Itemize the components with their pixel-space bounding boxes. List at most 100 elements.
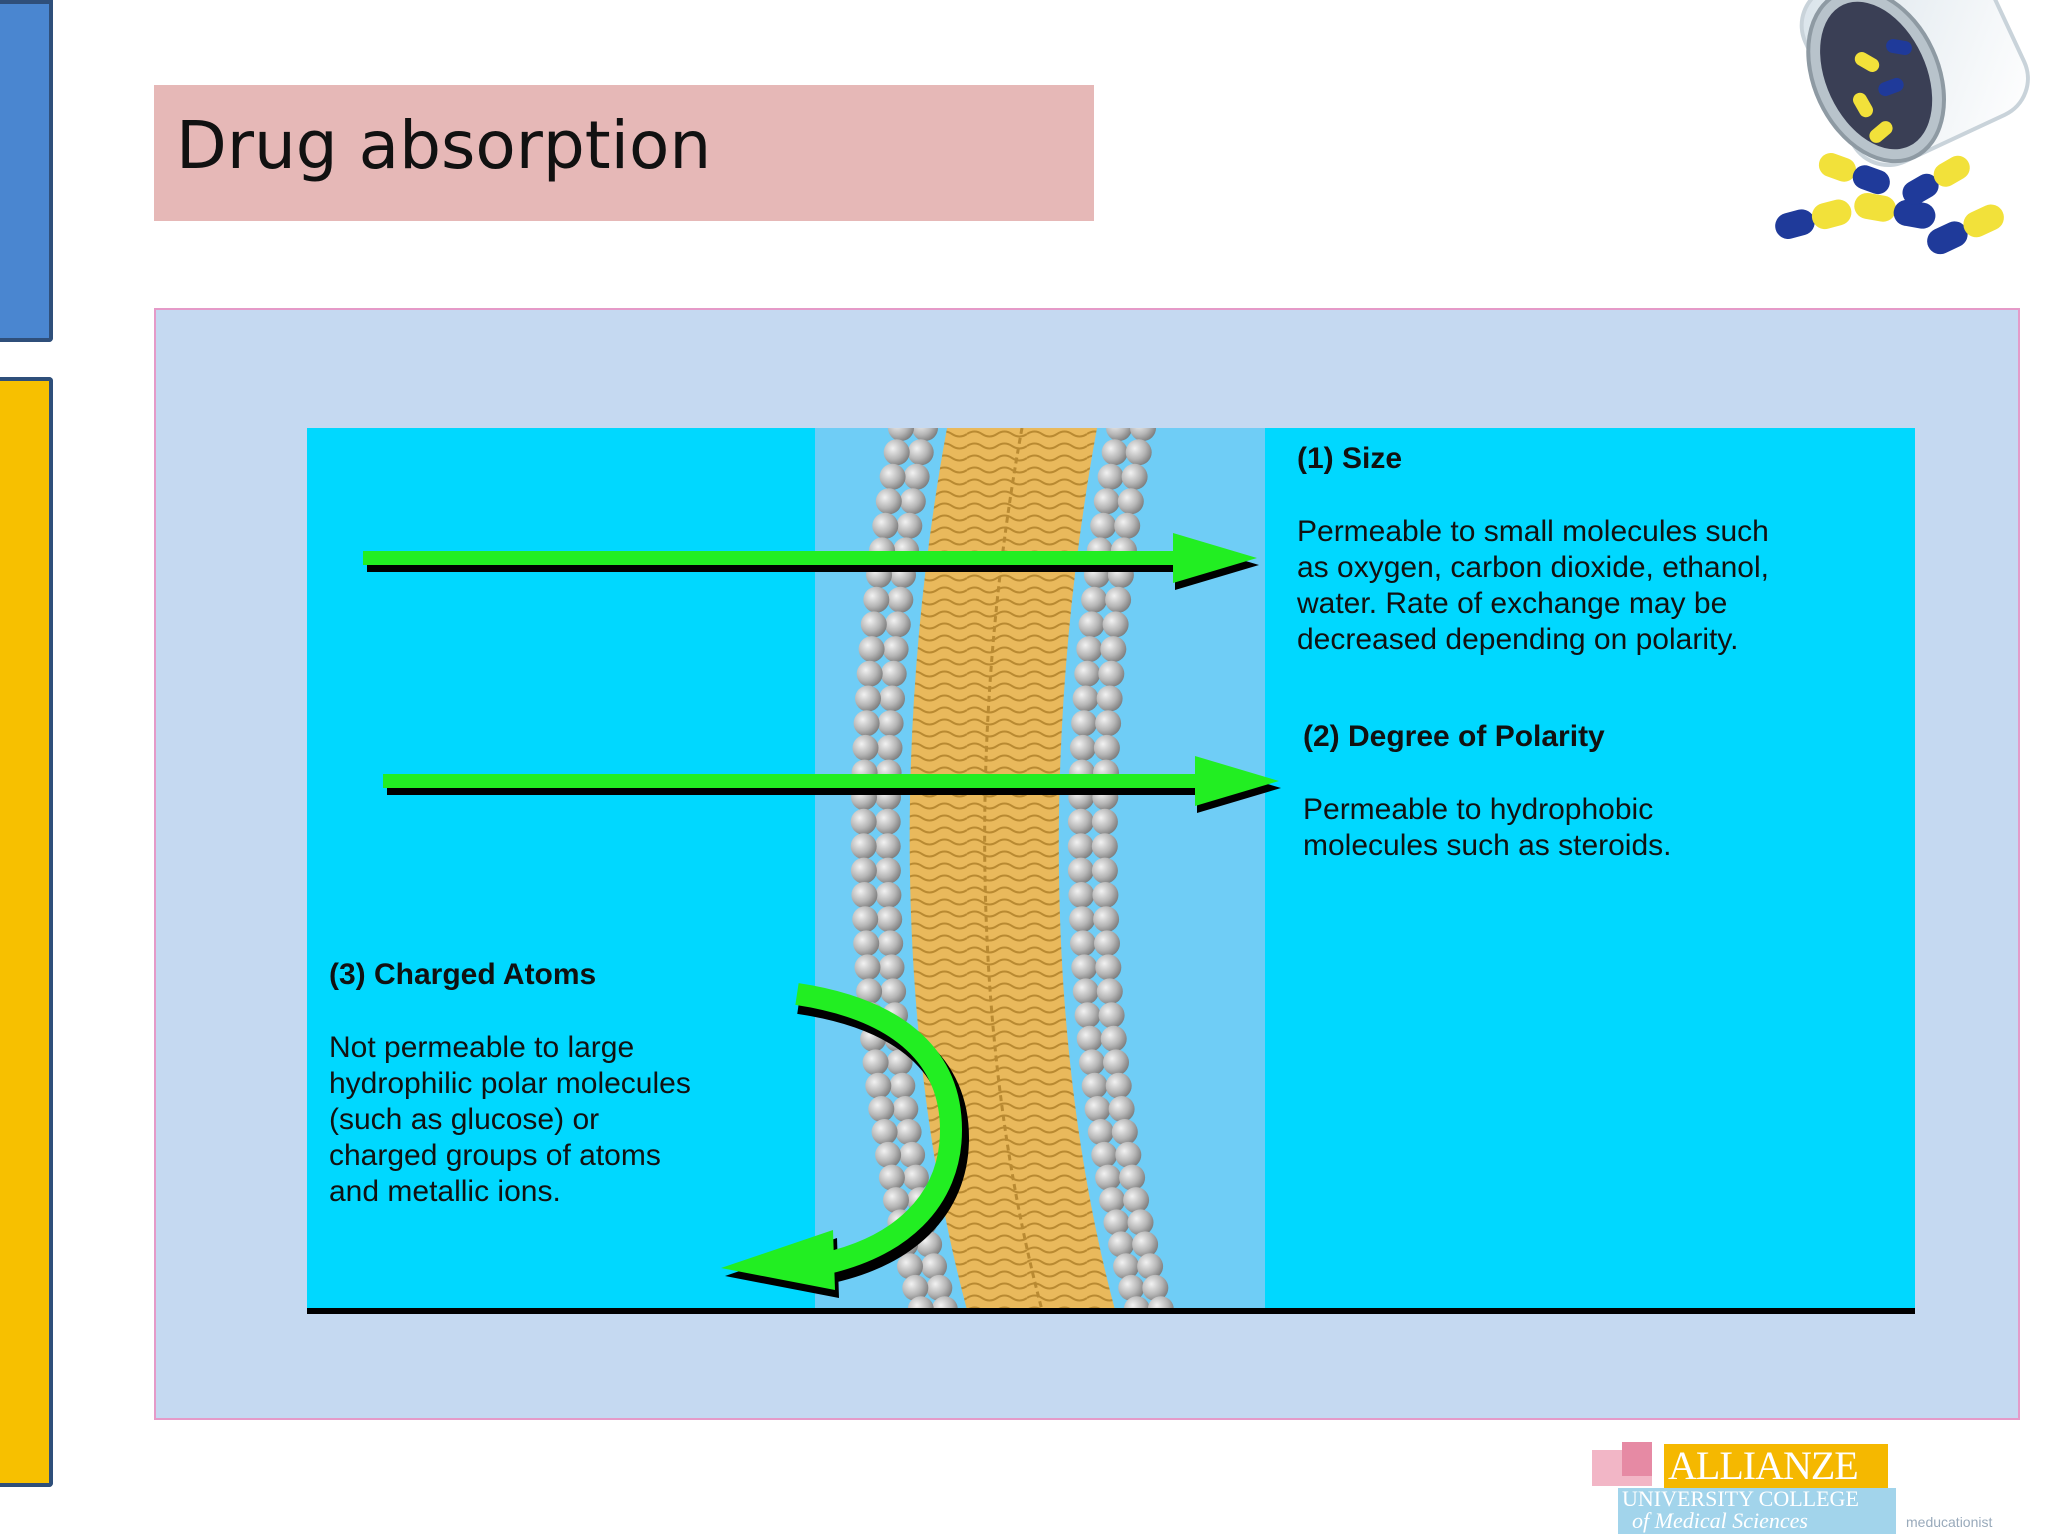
phospholipid-head (1100, 636, 1127, 663)
phospholipid-head (1078, 611, 1105, 638)
phospholipid-head (1105, 586, 1132, 613)
membrane-diagram: (1) Size Permeable to small molecules su… (307, 428, 1915, 1316)
phospholipid-head (851, 882, 878, 908)
logo-tagline: meducationist (1906, 1514, 1993, 1530)
phospholipid-head (1091, 857, 1118, 884)
phospholipid-head (1106, 428, 1132, 441)
phospholipid-head (871, 1119, 898, 1145)
phospholipid-head (1123, 1296, 1150, 1310)
phospholipid-head (850, 808, 877, 835)
phospholipid-head (1100, 1025, 1127, 1052)
phospholipid-head (1069, 734, 1096, 761)
polarity-heading: (2) Degree of Polarity (1303, 720, 1605, 753)
phospholipid-head (1108, 1231, 1135, 1258)
phospholipid-head (1097, 463, 1124, 490)
phospholipid-head (1102, 611, 1129, 638)
phospholipid-head (895, 1119, 922, 1145)
phospholipid-head (1091, 833, 1118, 860)
phospholipid-head (907, 1296, 934, 1310)
phospholipid-head (879, 463, 906, 490)
phospholipid-head (1127, 1209, 1154, 1236)
phospholipid-head (853, 930, 880, 957)
charged-line: (such as glucose) or (329, 1103, 600, 1136)
phospholipid-head (1118, 1274, 1145, 1301)
size-line: decreased depending on polarity. (1297, 623, 1739, 656)
phospholipid-head (1101, 439, 1128, 466)
phospholipid-head (1095, 710, 1122, 737)
phospholipid-head (926, 1274, 953, 1301)
phospholipid-head (1076, 1025, 1103, 1052)
phospholipid-head (1094, 930, 1120, 957)
phospholipid-head (1103, 1209, 1130, 1236)
phospholipid-head (1119, 1164, 1146, 1191)
arrow-polarity (383, 756, 1281, 813)
phospholipid-head (1115, 1141, 1142, 1168)
phospholipid-head (868, 1096, 895, 1122)
phospholipid-head (1091, 808, 1118, 835)
size-description: Permeable to small molecules such as oxy… (1297, 514, 1897, 658)
phospholipid-head (1081, 1072, 1108, 1099)
phospholipid-head (1095, 1164, 1122, 1191)
phospholipid-head (878, 954, 905, 981)
phospholipid-head (1099, 1187, 1126, 1214)
phospholipid-head (856, 978, 883, 1005)
phospholipid-head (888, 428, 914, 441)
phospholipid-head (1103, 1049, 1129, 1076)
phospholipid-head (1137, 1253, 1164, 1280)
phospholipid-head (907, 439, 934, 466)
phospholipid-head (863, 586, 890, 613)
logo-subtitle-2: of Medical Sciences (1632, 1508, 1808, 1533)
logo-subtitle-1: UNIVERSITY COLLEGE (1622, 1486, 1859, 1511)
phospholipid-head (903, 463, 930, 490)
phospholipid-head (875, 882, 902, 908)
phospholipid-head (1114, 512, 1141, 539)
charged-line: hydrophilic polar molecules (329, 1067, 691, 1100)
phospholipid-head (1087, 1119, 1114, 1145)
allianze-logo: ALLIANZE UNIVERSITY COLLEGE of Medical S… (1588, 1440, 2048, 1536)
phospholipid-head (902, 1164, 929, 1191)
phospholipid-head (880, 660, 907, 687)
size-line: as oxygen, carbon dioxide, ethanol, (1297, 551, 1769, 584)
phospholipid-head (896, 512, 923, 539)
phospholipid-head (874, 808, 901, 835)
phospholipid-head (899, 1141, 926, 1168)
phospholipid-head (1125, 439, 1152, 466)
phospholipid-head (877, 930, 904, 957)
phospholipid-head (860, 611, 887, 638)
phospholipid-head (858, 636, 885, 663)
phospholipid-head (1069, 906, 1096, 933)
phospholipid-head (865, 1072, 892, 1099)
phospholipid-head (853, 710, 880, 737)
polarity-description: Permeable to hydrophobic molecules such … (1303, 792, 1863, 864)
accent-bar-blue (0, 0, 53, 342)
phospholipid-head (1098, 1002, 1125, 1029)
phospholipid-head (1142, 1274, 1169, 1301)
phospholipid-head (1093, 488, 1120, 515)
size-heading: (1) Size (1297, 442, 1403, 475)
phospholipid-head (1105, 1072, 1132, 1099)
phospholipid-head (855, 685, 881, 712)
size-line: water. Rate of exchange may be (1297, 587, 1728, 620)
phospholipid-head (1076, 636, 1103, 663)
phospholipid-head (1071, 710, 1098, 737)
phospholipid-head (1093, 734, 1120, 761)
phospholipid-head (1084, 1096, 1111, 1122)
phospholipid-head (897, 1253, 923, 1280)
title-banner: Drug absorption (154, 85, 1094, 221)
phospholipid-head (1072, 978, 1099, 1005)
phospholipid-head (1095, 954, 1122, 981)
phospholipid-head (1081, 586, 1108, 613)
phospholipid-head (1123, 1187, 1150, 1214)
phospholipid-head (902, 1274, 929, 1301)
phospholipid-head (1070, 930, 1096, 957)
logo-main-text: ALLIANZE (1668, 1443, 1859, 1488)
pill-bottle-image (1766, 0, 2048, 260)
phospholipid-head (912, 428, 938, 441)
phospholipid-head (884, 611, 911, 638)
phospholipid-head (862, 1049, 889, 1076)
phospholipid-head (878, 1164, 905, 1191)
phospholipid-head (1072, 685, 1099, 712)
phospholipid-head (921, 1253, 947, 1280)
phospholipid-head (1093, 906, 1120, 933)
phospholipid-head (883, 1187, 909, 1214)
